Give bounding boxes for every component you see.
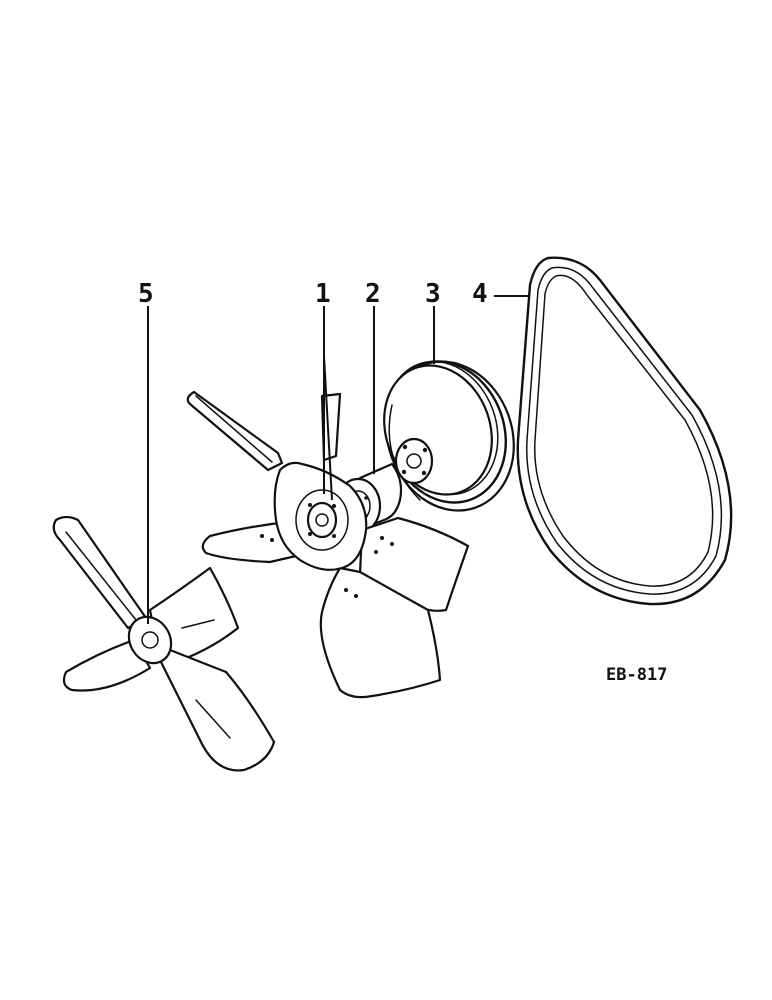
v-belt	[516, 256, 733, 606]
leader-1b	[323, 355, 333, 501]
alternate-fan	[52, 515, 276, 772]
callout-2: 2	[365, 279, 381, 309]
pulley	[383, 360, 515, 512]
leader-lines	[147, 295, 528, 624]
callouts: 5 1 2 3 4	[138, 279, 488, 309]
callout-4: 4	[472, 279, 488, 309]
fan-assembly	[186, 390, 470, 699]
figure-code: EB-817	[606, 665, 667, 685]
callout-3: 3	[425, 279, 441, 309]
callout-5: 5	[138, 279, 154, 309]
callout-1: 1	[315, 279, 331, 309]
